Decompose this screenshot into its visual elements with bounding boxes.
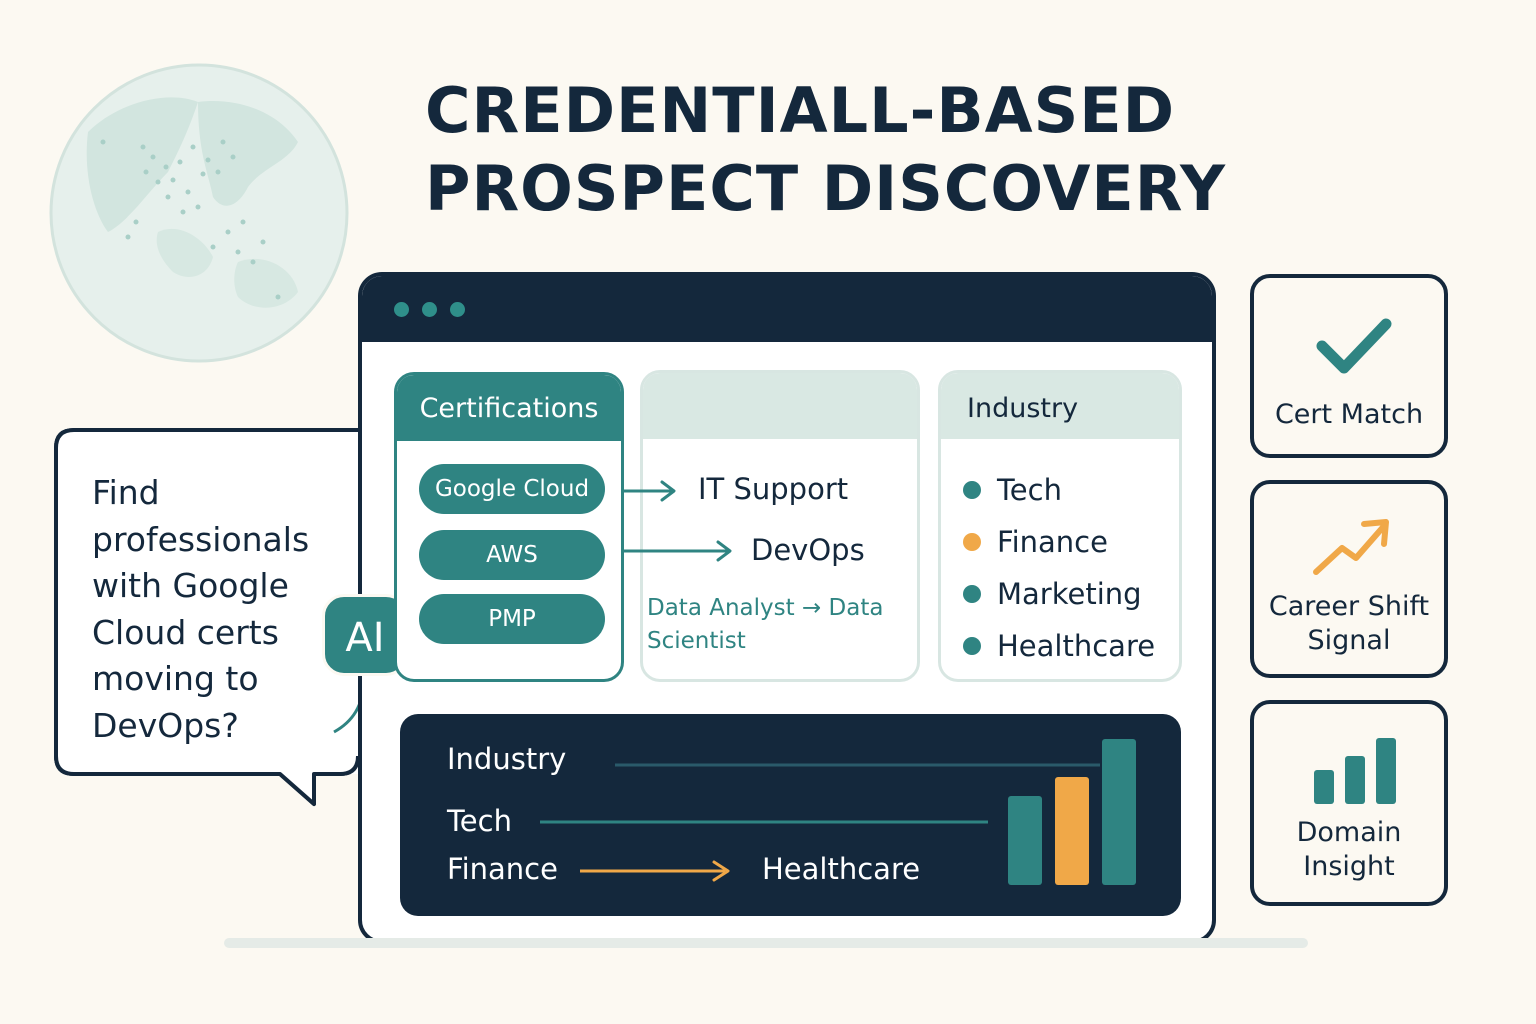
industry-dot-icon [963, 533, 981, 551]
role-it-support: IT Support [698, 472, 849, 506]
industry-item[interactable]: Marketing [963, 577, 1142, 611]
checkmark-icon [1316, 318, 1392, 374]
title-line-2: PROSPECT DISCOVERY [425, 152, 1227, 225]
cert-pill-pmp[interactable]: PMP [419, 594, 605, 644]
industry-header: Industry [941, 373, 1179, 439]
window-title-bar [362, 276, 1212, 342]
industry-item-label: Healthcare [997, 629, 1156, 663]
certifications-header: Certifications [397, 375, 621, 441]
feature-domain-insight-label-2: Insight [1303, 851, 1395, 882]
window-dot-icon[interactable] [394, 302, 409, 317]
query-text: Find professionals with Google Cloud cer… [92, 473, 310, 745]
industry-bar [1055, 776, 1089, 885]
window-dot-icon[interactable] [450, 302, 465, 317]
window-dot-icon[interactable] [422, 302, 437, 317]
industry-panel-from: Finance [447, 852, 558, 886]
feature-domain-insight-label-1: Domain [1296, 817, 1402, 848]
role-devops: DevOps [751, 533, 865, 567]
industry-item-label: Tech [997, 473, 1062, 507]
industry-dot-icon [963, 637, 981, 655]
speech-bubble [54, 428, 382, 806]
feature-career-shift-label-1: Career Shift [1268, 591, 1430, 622]
industry-header-label: Industry [967, 393, 1079, 424]
industry-panel-to: Healthcare [762, 852, 921, 886]
industry-panel-header: Industry [447, 742, 567, 776]
industry-bar [1102, 739, 1136, 885]
bar-chart-icon [1314, 738, 1396, 804]
certifications-header-label: Certifications [419, 393, 599, 424]
ground-shadow [224, 938, 1308, 948]
title-line-1: CREDENTIALL-BASED [425, 74, 1176, 147]
industry-panel: Industry Tech Finance Healthcare [400, 714, 1181, 916]
globe-illustration [49, 63, 349, 363]
industry-item-label: Finance [997, 525, 1108, 559]
cert-pill-google-cloud[interactable]: Google Cloud [419, 464, 605, 514]
feature-career-shift-label-2: Signal [1307, 625, 1391, 656]
page-title: CREDENTIALL-BASED PROSPECT DISCOVERY [425, 72, 1285, 228]
industry-dot-icon [963, 481, 981, 499]
trend-up-icon [1313, 519, 1389, 575]
feature-career-shift[interactable]: Career Shift Signal [1250, 480, 1448, 678]
roles-header [643, 373, 917, 439]
roles-card [640, 370, 920, 682]
feature-cert-match[interactable]: Cert Match [1250, 274, 1448, 458]
industry-panel-tech: Tech [447, 804, 512, 838]
role-transition-note: Data Analyst → Data Scientist [647, 595, 884, 654]
industry-panel-graphic [540, 739, 1136, 885]
feature-cert-match-label: Cert Match [1274, 399, 1424, 430]
industry-bar [1008, 795, 1042, 885]
industry-dot-icon [963, 585, 981, 603]
cert-pill-aws[interactable]: AWS [419, 530, 605, 580]
industry-item[interactable]: Tech [963, 473, 1062, 507]
industry-item[interactable]: Healthcare [963, 629, 1155, 663]
feature-domain-insight[interactable]: Domain Insight [1250, 700, 1448, 906]
industry-item[interactable]: Finance [963, 525, 1108, 559]
connector-arrows [624, 480, 732, 562]
industry-card: Industry Tech Finance Marketing Healthca… [938, 370, 1182, 682]
certifications-card: Certifications Google Cloud AWS PMP [394, 372, 624, 682]
industry-item-label: Marketing [997, 577, 1142, 611]
